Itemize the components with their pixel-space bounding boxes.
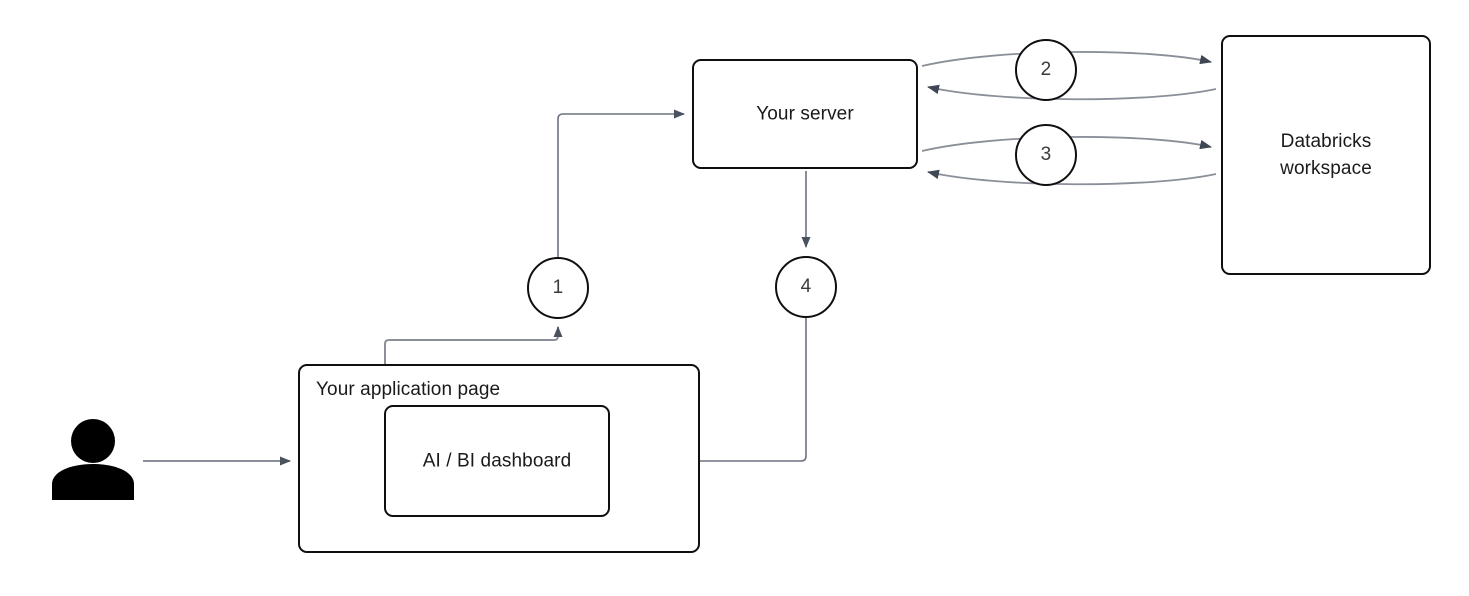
step-marker-4[interactable]: 4 (775, 256, 837, 318)
node-your-server[interactable]: Your server (692, 59, 918, 169)
connector-server-databricks-pair-2 (921, 51, 1217, 101)
node-your-application-page-label: Your application page (316, 379, 501, 400)
step-marker-1-label: 1 (552, 277, 564, 298)
user-actor-icon (52, 419, 134, 500)
node-ai-bi-dashboard[interactable]: AI / BI dashboard (384, 405, 610, 517)
node-databricks-workspace-label: Databricks workspace (1280, 131, 1372, 179)
step-marker-2[interactable]: 2 (1015, 39, 1077, 101)
node-your-application-page[interactable]: Your application page (298, 364, 700, 553)
connector-step-1-to-your-server (557, 109, 685, 257)
node-your-server-label: Your server (756, 103, 854, 125)
step-marker-4-label: 4 (800, 276, 812, 297)
step-marker-2-label: 2 (1040, 59, 1052, 80)
node-databricks-workspace[interactable]: Databricks workspace (1221, 35, 1431, 275)
connector-step-4-to-ai-bi-dashboard (619, 318, 807, 466)
step-marker-3-label: 3 (1040, 144, 1052, 165)
connector-application-page-to-step-1 (384, 326, 563, 364)
step-marker-3[interactable]: 3 (1015, 124, 1077, 186)
node-ai-bi-dashboard-label: AI / BI dashboard (422, 450, 572, 472)
step-marker-1[interactable]: 1 (527, 257, 589, 319)
connector-server-databricks-pair-3 (921, 136, 1217, 186)
